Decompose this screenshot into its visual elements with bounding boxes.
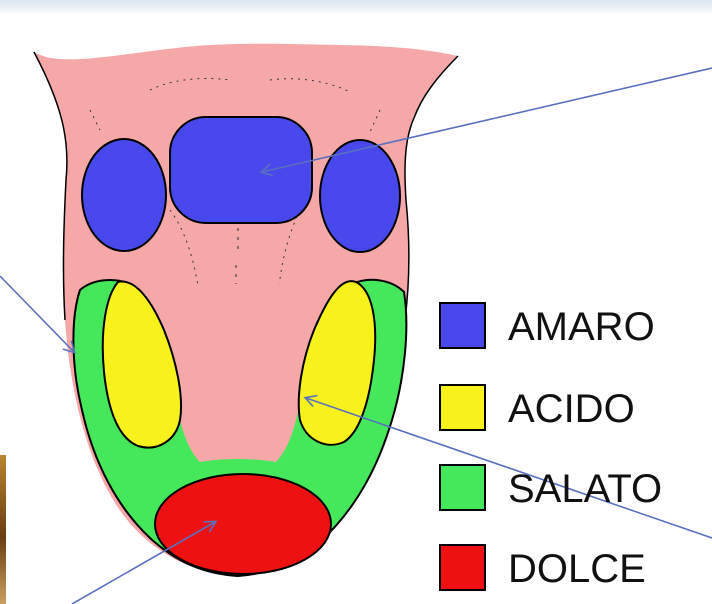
legend-label-acido: ACIDO [508, 387, 635, 431]
legend-swatch-dolce [440, 545, 485, 590]
legend-item-amaro: AMARO [440, 303, 655, 349]
legend-swatch-amaro [440, 303, 485, 348]
bitter-zone-right [320, 140, 400, 252]
legend-label-dolce: DOLCE [508, 547, 646, 591]
pointer-line-salty [0, 276, 74, 352]
legend: AMARO ACIDO SALATO DOLCE [440, 303, 662, 591]
bitter-zone-left [82, 139, 166, 251]
legend-item-acido: ACIDO [440, 385, 635, 431]
legend-label-amaro: AMARO [508, 305, 655, 349]
legend-swatch-salato [440, 465, 485, 510]
legend-label-salato: SALATO [508, 467, 662, 511]
sweet-zone [155, 474, 331, 574]
bitter-zone-center [170, 117, 312, 223]
legend-swatch-acido [440, 385, 485, 430]
legend-item-salato: SALATO [440, 465, 662, 511]
legend-item-dolce: DOLCE [440, 545, 646, 591]
